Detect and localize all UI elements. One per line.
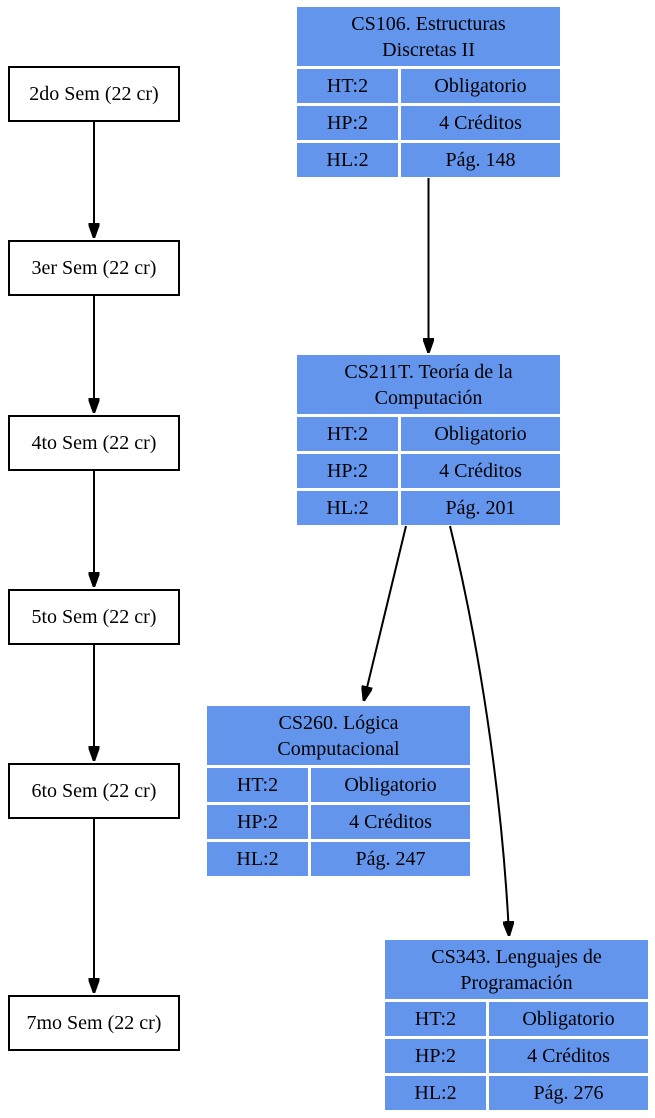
course-credits-cell: 4 Créditos — [401, 106, 560, 140]
course-hl-cell: HL:2 — [385, 1076, 486, 1110]
course-node-cs211t: CS211T. Teoría de la Computación HT:2 Ob… — [297, 355, 560, 525]
course-node-cs106: CS106. Estructuras Discretas II HT:2 Obl… — [297, 7, 560, 177]
semester-node-4to: 4to Sem (22 cr) — [8, 415, 180, 471]
course-ht-cell: HT:2 — [297, 417, 398, 451]
semester-label: 7mo Sem (22 cr) — [26, 1011, 162, 1034]
course-hp-cell: HP:2 — [385, 1039, 486, 1073]
course-hl-cell: HL:2 — [207, 842, 308, 876]
course-node-cs260: CS260. Lógica Computacional HT:2 Obligat… — [207, 706, 470, 876]
course-page-cell: Pág. 201 — [401, 491, 560, 525]
course-page-cell: Pág. 276 — [489, 1076, 648, 1110]
course-title: CS343. Lenguajes de Programación — [385, 940, 648, 999]
course-hp-cell: HP:2 — [207, 805, 308, 839]
semester-node-3er: 3er Sem (22 cr) — [8, 240, 180, 296]
course-credits-cell: 4 Créditos — [311, 805, 470, 839]
course-node-cs343: CS343. Lenguajes de Programación HT:2 Ob… — [385, 940, 648, 1110]
course-type-cell: Obligatorio — [401, 69, 560, 103]
course-credits-cell: 4 Créditos — [401, 454, 560, 488]
edge-cs211t-cs260 — [364, 525, 407, 700]
course-title: CS211T. Teoría de la Computación — [297, 355, 560, 414]
semester-node-2do: 2do Sem (22 cr) — [8, 66, 180, 122]
course-title: CS106. Estructuras Discretas II — [297, 7, 560, 66]
course-hl-cell: HL:2 — [297, 143, 398, 177]
course-ht-cell: HT:2 — [297, 69, 398, 103]
semester-label: 2do Sem (22 cr) — [29, 82, 159, 105]
semester-node-6to: 6to Sem (22 cr) — [8, 763, 180, 819]
course-type-cell: Obligatorio — [489, 1002, 648, 1036]
course-credits-cell: 4 Créditos — [489, 1039, 648, 1073]
semester-label: 4to Sem (22 cr) — [31, 431, 157, 454]
course-hp-cell: HP:2 — [297, 106, 398, 140]
course-ht-cell: HT:2 — [385, 1002, 486, 1036]
course-title: CS260. Lógica Computacional — [207, 706, 470, 765]
course-hp-cell: HP:2 — [297, 454, 398, 488]
semester-node-7mo: 7mo Sem (22 cr) — [8, 995, 180, 1051]
course-page-cell: Pág. 247 — [311, 842, 470, 876]
course-page-cell: Pág. 148 — [401, 143, 560, 177]
semester-label: 3er Sem (22 cr) — [31, 256, 157, 279]
course-hl-cell: HL:2 — [297, 491, 398, 525]
course-type-cell: Obligatorio — [311, 768, 470, 802]
course-ht-cell: HT:2 — [207, 768, 308, 802]
semester-label: 5to Sem (22 cr) — [31, 605, 157, 628]
course-type-cell: Obligatorio — [401, 417, 560, 451]
semester-node-5to: 5to Sem (22 cr) — [8, 589, 180, 645]
semester-label: 6to Sem (22 cr) — [31, 779, 157, 802]
